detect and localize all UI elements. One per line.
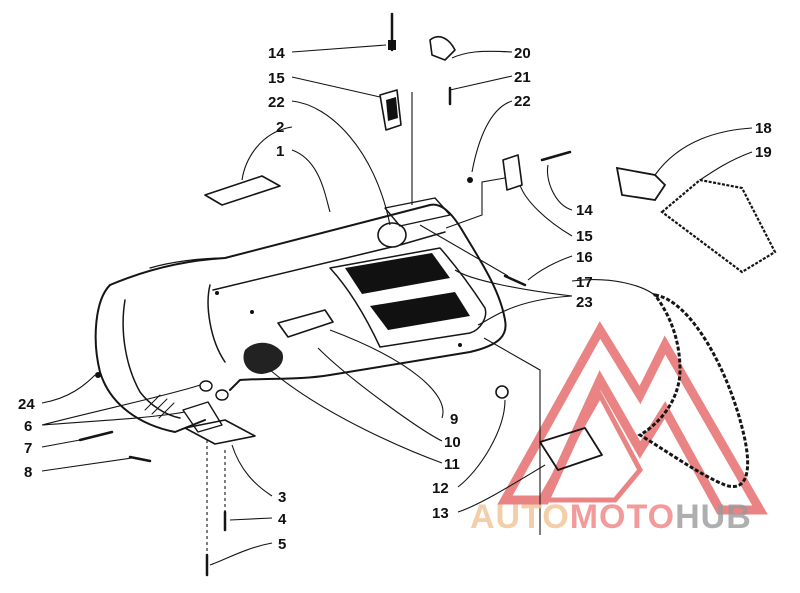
hood-body: [94, 197, 507, 433]
right-latch: [502, 154, 523, 191]
callout-22-right: 22: [514, 93, 531, 110]
callout-10: 10: [444, 434, 461, 451]
part-13-lens: [539, 427, 603, 471]
callout-labels: 14 15 22 2 1 20 21 22 18 19 14 15 16 17 …: [18, 45, 772, 553]
part-17-seal: [637, 292, 750, 488]
watermark-auto: AUTO: [470, 498, 570, 536]
callout-1: 1: [276, 143, 284, 160]
callout-14-top: 14: [268, 45, 285, 62]
callout-15-top: 15: [268, 70, 285, 87]
callout-2: 2: [276, 119, 284, 136]
top-bolt-clip: [379, 12, 402, 131]
leader-lines: [41, 44, 753, 566]
callout-19: 19: [755, 144, 772, 161]
watermark-moto: MOTO: [569, 498, 676, 536]
callout-18: 18: [755, 120, 772, 137]
callout-8: 8: [24, 464, 32, 481]
part-20-knob: [429, 35, 456, 61]
part-2-pad: [204, 175, 281, 206]
part-12-nut: [495, 385, 509, 399]
callout-17: 17: [576, 274, 593, 291]
callout-23: 23: [576, 294, 593, 311]
callout-4: 4: [278, 511, 287, 528]
hinge-assembly: [78, 380, 256, 577]
callout-13: 13: [432, 505, 449, 522]
callout-5: 5: [278, 536, 286, 553]
callout-3: 3: [278, 489, 286, 506]
callout-7: 7: [24, 440, 32, 457]
watermark-hub: HUB: [675, 498, 752, 536]
part-19-foam: [660, 178, 777, 274]
callout-6: 6: [24, 418, 32, 435]
callout-20: 20: [514, 45, 531, 62]
callout-9: 9: [450, 411, 458, 428]
callout-11: 11: [444, 456, 460, 473]
callout-21: 21: [514, 69, 531, 86]
watermark-logo-text: AUTOMOTOHUB: [470, 498, 800, 548]
part-18-pad: [615, 166, 667, 201]
callout-12: 12: [432, 480, 449, 497]
part-16-screw: [503, 274, 527, 287]
callout-22-left: 22: [268, 94, 285, 111]
callout-16: 16: [576, 249, 593, 266]
callout-15-right: 15: [576, 228, 593, 245]
callout-24: 24: [18, 396, 35, 413]
callout-14-right: 14: [576, 202, 593, 219]
